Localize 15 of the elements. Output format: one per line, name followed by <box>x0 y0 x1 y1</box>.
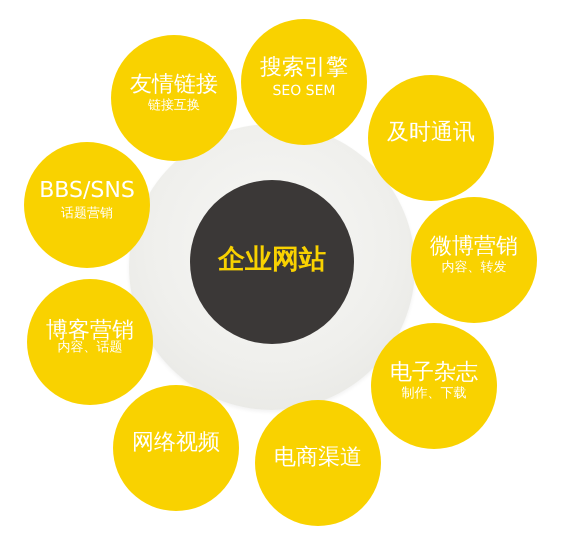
topic-subtitle: 制作、下载 <box>402 387 466 402</box>
topic-title: 电子杂志 <box>390 360 478 386</box>
topic-subtitle: 内容、转发 <box>442 261 506 276</box>
topic-subtitle: 话题营销 <box>61 207 113 222</box>
topic-subtitle: 链接互换 <box>148 99 200 114</box>
topic-title: 及时通讯 <box>387 120 475 146</box>
topic-title: 友情链接 <box>130 72 218 98</box>
topic-title: BBS/SNS <box>39 178 135 204</box>
topic-title: 搜索引擎 <box>260 55 348 81</box>
topic-title: 微博营销 <box>430 234 518 260</box>
topic-title: 网络视频 <box>132 430 220 456</box>
topic-circle <box>411 197 537 323</box>
center-title: 企业网站 <box>218 244 326 276</box>
topic-title: 电商渠道 <box>274 445 362 471</box>
topic-subtitle: SEO SEM <box>272 82 336 99</box>
